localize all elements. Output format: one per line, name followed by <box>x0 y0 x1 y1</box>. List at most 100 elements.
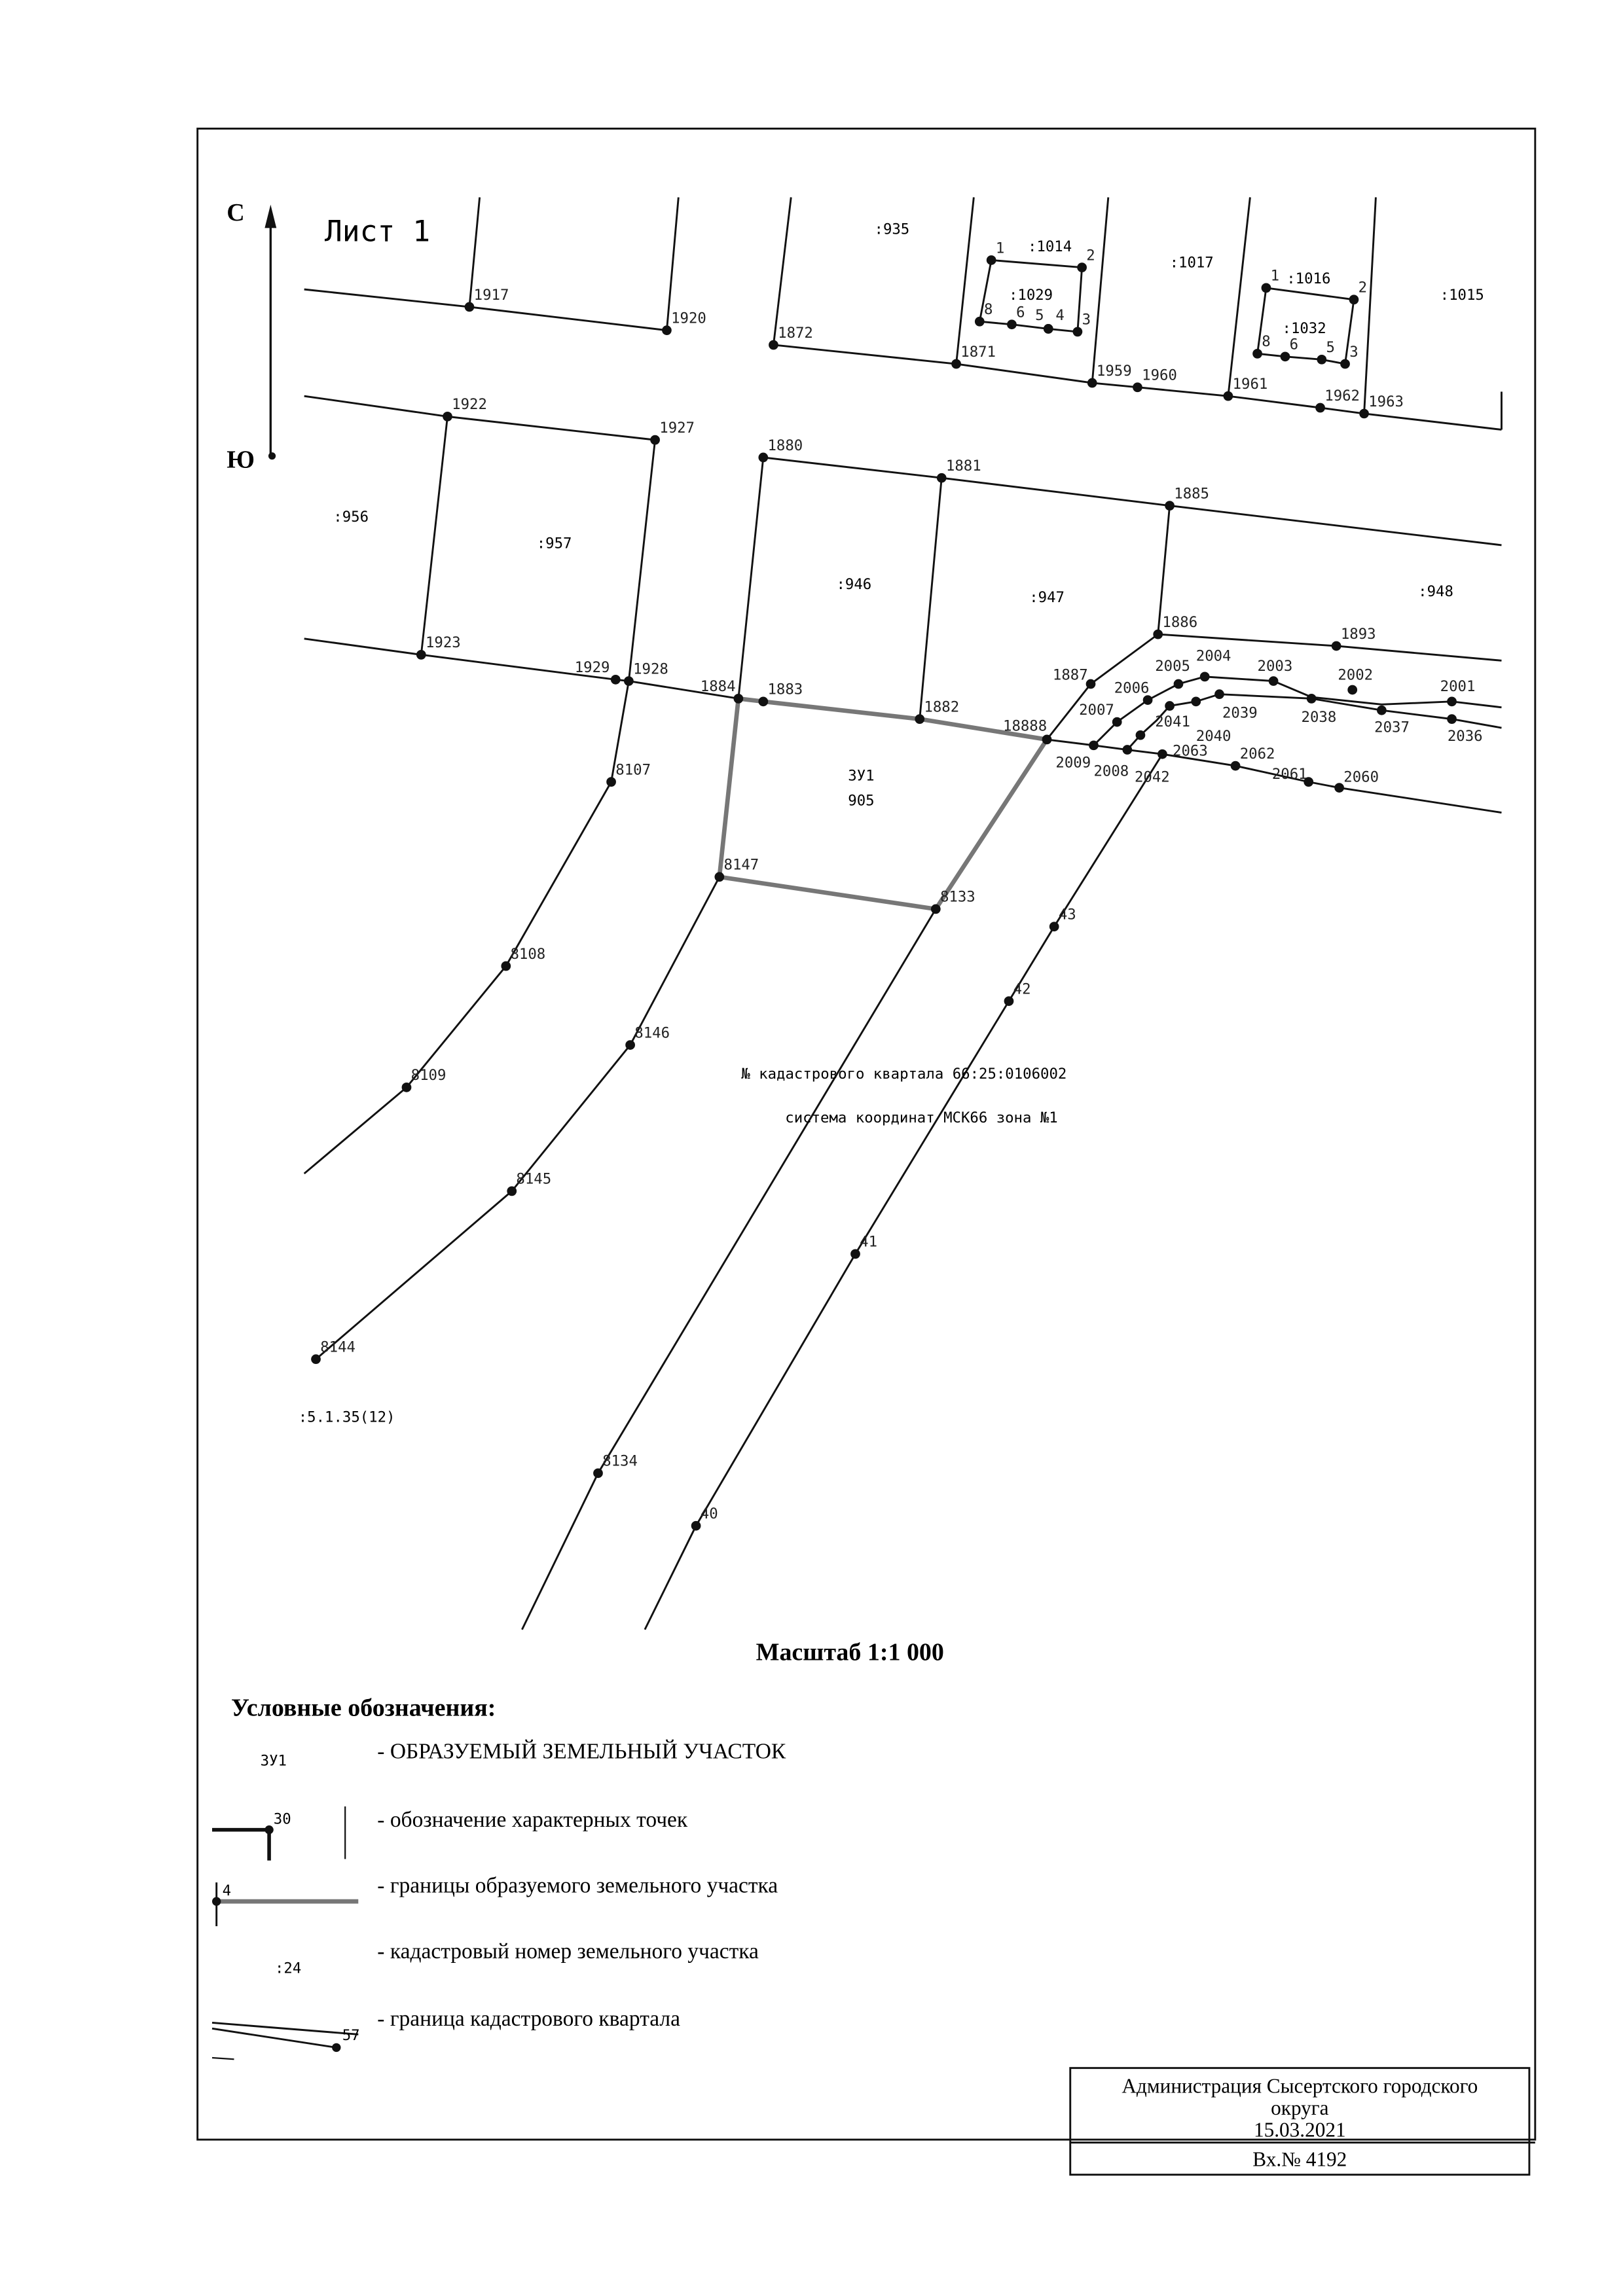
parcel-number: :1029 <box>1009 287 1053 304</box>
point-label: 1884 <box>701 678 736 695</box>
svg-text:- обозначение характерных точе: - обозначение характерных точек <box>377 1808 688 1832</box>
boundary-line <box>1157 505 1171 635</box>
point-label: 1885 <box>1174 485 1209 502</box>
point-label: 8146 <box>634 1024 670 1041</box>
point-marker <box>662 325 672 336</box>
svg-text:30: 30 <box>274 1811 291 1828</box>
point-marker <box>714 872 725 882</box>
parcel-number: :1015 <box>1440 287 1484 304</box>
point-marker <box>1280 351 1290 362</box>
point-marker <box>464 302 475 312</box>
point-marker <box>1153 629 1163 639</box>
point-marker <box>986 255 996 265</box>
map-points <box>311 255 1457 1531</box>
sheet-frame <box>196 128 1537 2141</box>
point-marker <box>401 1082 412 1092</box>
legend-title: Условные обозначения: <box>231 1695 496 1722</box>
point-label: 40 <box>701 1505 718 1522</box>
point-marker <box>1223 391 1233 401</box>
point-marker <box>1077 262 1087 273</box>
point-marker <box>416 650 426 660</box>
point-label: 2002 <box>1338 666 1373 683</box>
north-label: С <box>227 199 244 226</box>
point-label: 2001 <box>1440 678 1476 695</box>
point-marker <box>758 452 769 463</box>
point-label: 1882 <box>924 698 959 715</box>
point-label: 3 <box>1082 312 1091 329</box>
svg-text:Вх.№ 4192: Вх.№ 4192 <box>1252 2147 1347 2170</box>
point-marker <box>1268 676 1279 686</box>
boundary-line <box>1046 738 1502 814</box>
point-label: 2007 <box>1079 702 1114 719</box>
point-marker <box>951 359 961 369</box>
point-label: 2008 <box>1093 763 1129 780</box>
point-marker <box>1135 730 1146 740</box>
point-label: 1922 <box>452 396 487 413</box>
point-marker <box>1317 354 1327 365</box>
zone-label: :5.1.35(12) <box>299 1409 395 1426</box>
point-marker <box>974 316 985 327</box>
point-marker <box>650 435 660 445</box>
point-marker <box>1122 745 1133 755</box>
point-marker <box>1191 696 1201 707</box>
point-label: 2009 <box>1055 754 1091 771</box>
point-marker <box>1007 319 1017 330</box>
point-label: 2005 <box>1155 658 1190 675</box>
svg-text:- кадастровый номер земельного: - кадастровый номер земельного участка <box>377 1939 759 1964</box>
point-label: 2006 <box>1114 679 1150 696</box>
point-marker <box>610 674 621 685</box>
point-label: 18888 <box>1003 717 1047 734</box>
point-label: 8 <box>1262 333 1270 350</box>
point-marker <box>624 676 634 686</box>
boundary-line <box>304 637 739 700</box>
point-label: 1887 <box>1053 666 1088 683</box>
point-marker <box>691 1520 701 1531</box>
point-label: 2038 <box>1302 709 1337 726</box>
point-marker <box>1359 408 1369 419</box>
point-marker <box>1199 672 1210 682</box>
new-parcel-boundary <box>717 696 1051 912</box>
point-marker <box>769 340 778 350</box>
svg-text:округа: округа <box>1271 2096 1328 2119</box>
boundary-line <box>737 457 765 699</box>
point-label: 8147 <box>724 857 759 874</box>
svg-text:- граница кадастрового квартал: - граница кадастрового квартала <box>377 2007 680 2031</box>
point-label: 43 <box>1059 906 1076 924</box>
point-marker <box>1447 714 1457 724</box>
point-label: 6 <box>1016 304 1025 321</box>
point-marker <box>758 696 769 707</box>
svg-text:ЗУ1: ЗУ1 <box>261 1752 287 1769</box>
boundary-line <box>919 478 943 719</box>
point-marker <box>1334 783 1344 793</box>
point-label: 1881 <box>946 457 981 475</box>
quarter-number: № кадастрового квартала 66:25:0106002 <box>740 1066 1067 1083</box>
point-marker <box>501 961 511 971</box>
boundary-line <box>315 876 721 1360</box>
point-marker <box>1085 679 1096 689</box>
point-label: 2060 <box>1343 769 1379 786</box>
point-label: 2004 <box>1196 647 1231 664</box>
point-label: 2041 <box>1155 713 1190 730</box>
point-label: 5 <box>1035 307 1044 324</box>
point-label: 1923 <box>426 634 461 651</box>
sheet-title: Лист 1 <box>325 214 430 248</box>
point-marker <box>507 1186 517 1196</box>
point-marker <box>1112 717 1122 727</box>
point-marker <box>915 714 925 724</box>
legend-item-quarter-boundary: 57 - граница кадастрового квартала <box>211 2007 680 2060</box>
point-label: 8133 <box>940 889 976 906</box>
svg-text:57: 57 <box>342 2027 360 2044</box>
boundary-line <box>420 416 448 655</box>
point-label: 1928 <box>633 660 668 677</box>
legend-item-points: 30 - обозначение характерных точек <box>211 1806 688 1861</box>
point-marker <box>625 1040 635 1050</box>
boundary-line <box>1126 693 1502 751</box>
point-marker <box>936 473 947 483</box>
point-marker <box>1315 403 1325 413</box>
point-label: 1872 <box>778 325 813 342</box>
point-label: 2040 <box>1196 728 1231 745</box>
boundary-line <box>763 456 1502 547</box>
boundary-line <box>468 197 481 308</box>
